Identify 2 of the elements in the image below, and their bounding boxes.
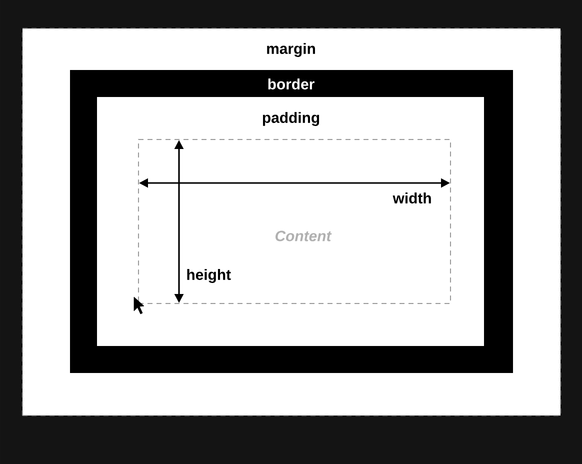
dimension-label: height [187, 269, 231, 283]
dimension-label: width [392, 192, 431, 204]
